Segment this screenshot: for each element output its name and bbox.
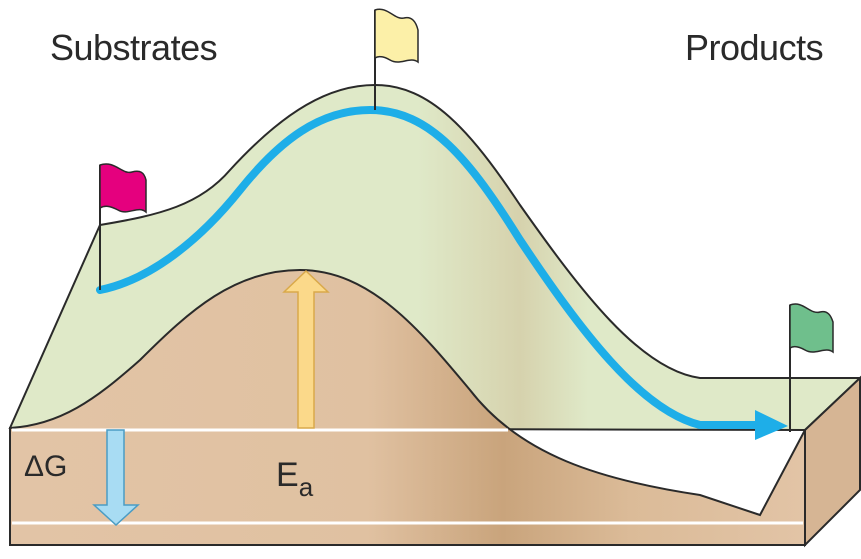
arrow-down-icon	[92, 429, 140, 527]
activation-energy-label: Ea	[276, 458, 313, 500]
flag-icon	[374, 8, 419, 64]
arrow-up-icon	[282, 269, 330, 429]
delta-g-label: ΔG	[24, 450, 68, 483]
flag-icon	[789, 303, 834, 354]
activation-energy-subscript: a	[298, 472, 314, 502]
block-side-face	[804, 375, 861, 548]
reaction-path	[96, 105, 764, 429]
substrate-flag	[99, 163, 147, 290]
substrates-label: Substrates	[50, 27, 218, 68]
product-flag	[789, 303, 834, 432]
arrow-right-icon	[755, 410, 788, 440]
transition-state-flag	[374, 8, 419, 110]
block-front-face	[9, 268, 806, 546]
activation-energy-symbol: E	[276, 456, 299, 494]
products-label: Products	[685, 27, 824, 68]
flag-icon	[99, 163, 147, 214]
